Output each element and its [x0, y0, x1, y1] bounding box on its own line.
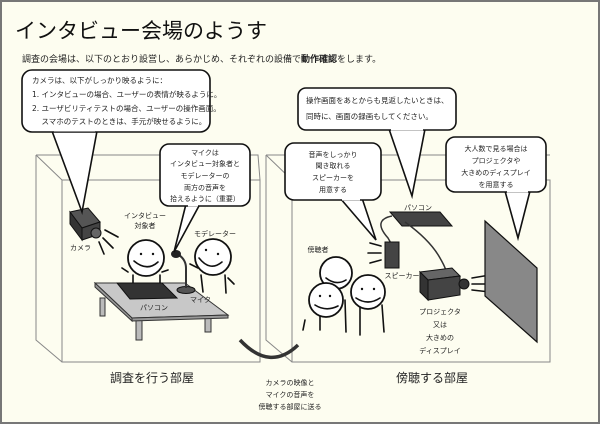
recording-callout: 操作画面をあとからも見返したいときは、 同時に、画面の録画もしてください。 [297, 87, 457, 200]
svg-text:モデレーターの: モデレーターの [181, 171, 230, 180]
svg-text:プロジェクタ: プロジェクタ [419, 307, 461, 316]
svg-text:大きめの: 大きめの [426, 333, 454, 342]
camera-label: カメラ [70, 244, 91, 252]
svg-text:インタビュー対象者と: インタビュー対象者と [170, 159, 240, 168]
interview-room-label: 調査を行う部屋 [110, 370, 194, 385]
svg-text:を用意する: を用意する [479, 180, 514, 189]
svg-text:又は: 又は [433, 321, 447, 329]
page-title: インタビュー会場のようす [15, 19, 267, 43]
svg-text:聞き取れる: 聞き取れる [316, 162, 351, 170]
svg-text:大人数で見る場合は: 大人数で見る場合は [465, 144, 528, 153]
svg-text:マイクの音声を: マイクの音声を [266, 390, 315, 399]
page-subtitle: 調査の会場は、以下のとおり設営し、あらかじめ、それぞれの設備で動作確認をします。 [22, 53, 381, 65]
speaker-callout: 音声をしっかり 聞き取れる スピーカーを 用意する [284, 142, 382, 241]
svg-text:カメラは、以下がしっかり映るように：: カメラは、以下がしっかり映るように： [32, 75, 167, 85]
svg-text:操作画面をあとからも見返したいときは、: 操作画面をあとからも見返したいときは、 [306, 95, 449, 105]
speaker-icon [367, 241, 400, 269]
interview-room: 調査を行う部屋 [35, 154, 261, 385]
svg-text:1. インタビューの場合、ユーザーの表情が映るように。: 1. インタビューの場合、ユーザーの表情が映るように。 [32, 89, 221, 99]
moderator-figure [189, 238, 235, 294]
svg-text:拾えるように（重要）: 拾えるように（重要） [170, 194, 240, 203]
svg-text:スマホのテストのときは、手元が映せるように。: スマホのテストのときは、手元が映せるように。 [32, 116, 206, 126]
svg-text:大きめのディスプレイ: 大きめのディスプレイ [461, 168, 531, 177]
svg-text:ディスプレイ: ディスプレイ [419, 346, 461, 355]
observation-room-label: 傍聴する部屋 [396, 370, 468, 385]
observation-pc-label: パソコン [404, 204, 432, 212]
screen-display [484, 219, 538, 344]
svg-text:両方の音声を: 両方の音声を [184, 183, 226, 192]
camera-callout: カメラは、以下がしっかり映るように： 1. インタビューの場合、ユーザーの表情が… [21, 69, 221, 216]
transfer-note: カメラの映像と マイクの音声を 傍聴する部屋に送る [259, 378, 322, 411]
moderator-label: モデレーター [194, 229, 236, 238]
mic-label: マイク [190, 296, 211, 304]
projector-icon [418, 267, 491, 302]
microphone-icon [171, 250, 196, 294]
cable [238, 338, 300, 360]
svg-text:マイクは: マイクは [191, 149, 219, 157]
svg-text:プロジェクタや: プロジェクタや [472, 156, 521, 165]
mic-callout: マイクは インタビュー対象者と モデレーターの 両方の音声を 拾えるように（重要… [159, 143, 251, 253]
display-callout: 大人数で見る場合は プロジェクタや 大きめのディスプレイ を用意する [445, 136, 547, 242]
svg-text:カメラの映像と: カメラの映像と [266, 378, 315, 387]
interviewee-label: インタビュー [124, 211, 166, 220]
svg-text:対象者: 対象者 [135, 221, 156, 230]
projector-label: プロジェクタ 又は 大きめの ディスプレイ [419, 307, 461, 355]
svg-text:傍聴する部屋に送る: 傍聴する部屋に送る [259, 402, 322, 411]
observers-label: 傍聴者 [308, 245, 329, 254]
svg-text:スピーカーを: スピーカーを [312, 174, 354, 182]
svg-text:音声をしっかり: 音声をしっかり [309, 150, 358, 159]
svg-text:用意する: 用意する [319, 185, 347, 194]
interviewee-figure [121, 239, 169, 286]
observers-figure [302, 256, 386, 336]
interview-pc-label: パソコン [140, 304, 168, 312]
svg-text:2. ユーザビリティテストの場合、ユーザーの操作画面。: 2. ユーザビリティテストの場合、ユーザーの操作画面。 [32, 103, 221, 113]
svg-text:同時に、画面の録画もしてください。: 同時に、画面の録画もしてください。 [306, 111, 433, 121]
laptop-icon [115, 282, 179, 300]
speaker-label: スピーカー [385, 272, 420, 280]
